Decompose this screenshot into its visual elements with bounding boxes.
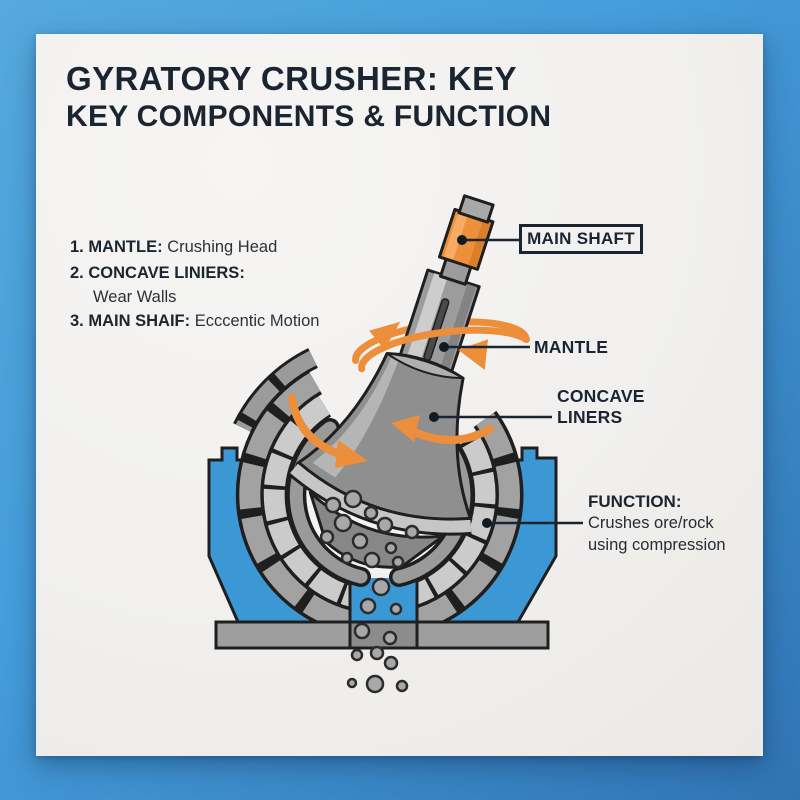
legend-item-desc: Crushing Head xyxy=(167,238,278,256)
concave-liners-label: CONCAVE LINERS xyxy=(557,386,645,428)
liner-wedge-band xyxy=(260,393,500,613)
callout-lines xyxy=(429,235,583,528)
compression-arrows xyxy=(288,394,494,468)
base-plate xyxy=(214,620,550,650)
legend-item-subtext: Wear Walls xyxy=(93,288,177,306)
legend-item-desc: Ecccentic Motion xyxy=(194,312,320,330)
function-label: FUNCTION: Crushes ore/rock using compres… xyxy=(588,491,726,556)
legend-item-term: MAIN SHAIF: xyxy=(88,312,191,330)
legend-item-mantle: 1. MANTLE: Crushing Head xyxy=(70,234,319,260)
legend-item-term: MANTLE: xyxy=(88,238,163,256)
legend-item-number: 3. xyxy=(70,312,84,330)
rock-particles xyxy=(319,489,420,694)
shaft-cap xyxy=(457,194,495,224)
callout-dot-mantle xyxy=(439,342,449,352)
rotation-arrowhead-left xyxy=(369,321,401,350)
rotation-arrowhead-right xyxy=(458,339,489,370)
callout-dot-main-shaft xyxy=(457,235,467,245)
page-title-line1: GYRATORY CRUSHER: KEY xyxy=(66,60,517,97)
concave-liners-label-line2: LINERS xyxy=(557,407,623,427)
function-label-line1: Crushes ore/rock xyxy=(588,514,714,532)
function-label-title: FUNCTION: xyxy=(588,492,682,511)
legend-item-number: 1. xyxy=(70,238,84,256)
legend-item-main-shaft: 3. MAIN SHAIF: Ecccentic Motion xyxy=(70,308,319,334)
compression-arrow-right xyxy=(404,425,494,444)
callout-dot-function xyxy=(482,518,492,528)
callout-dot-concave xyxy=(429,412,439,422)
legend-item-concave-liners: 2. CONCAVE LINIERS: xyxy=(70,260,319,286)
mantle-label: MANTLE xyxy=(534,337,609,357)
concave-liner-segments xyxy=(233,348,524,635)
legend-item-term: CONCAVE LINIERS: xyxy=(88,264,245,282)
legend-item-number: 2. xyxy=(70,264,84,282)
main-shaft-label-box: MAIN SHAFT xyxy=(519,224,643,254)
compression-arrow-left xyxy=(288,394,346,459)
page-title-line2: KEY COMPONENTS & FUNCTION xyxy=(66,100,552,133)
function-label-line2: using compression xyxy=(588,535,726,554)
concave-liners-label-line1: CONCAVE xyxy=(557,386,645,406)
component-legend: 1. MANTLE: Crushing Head 2. CONCAVE LINI… xyxy=(70,234,319,334)
